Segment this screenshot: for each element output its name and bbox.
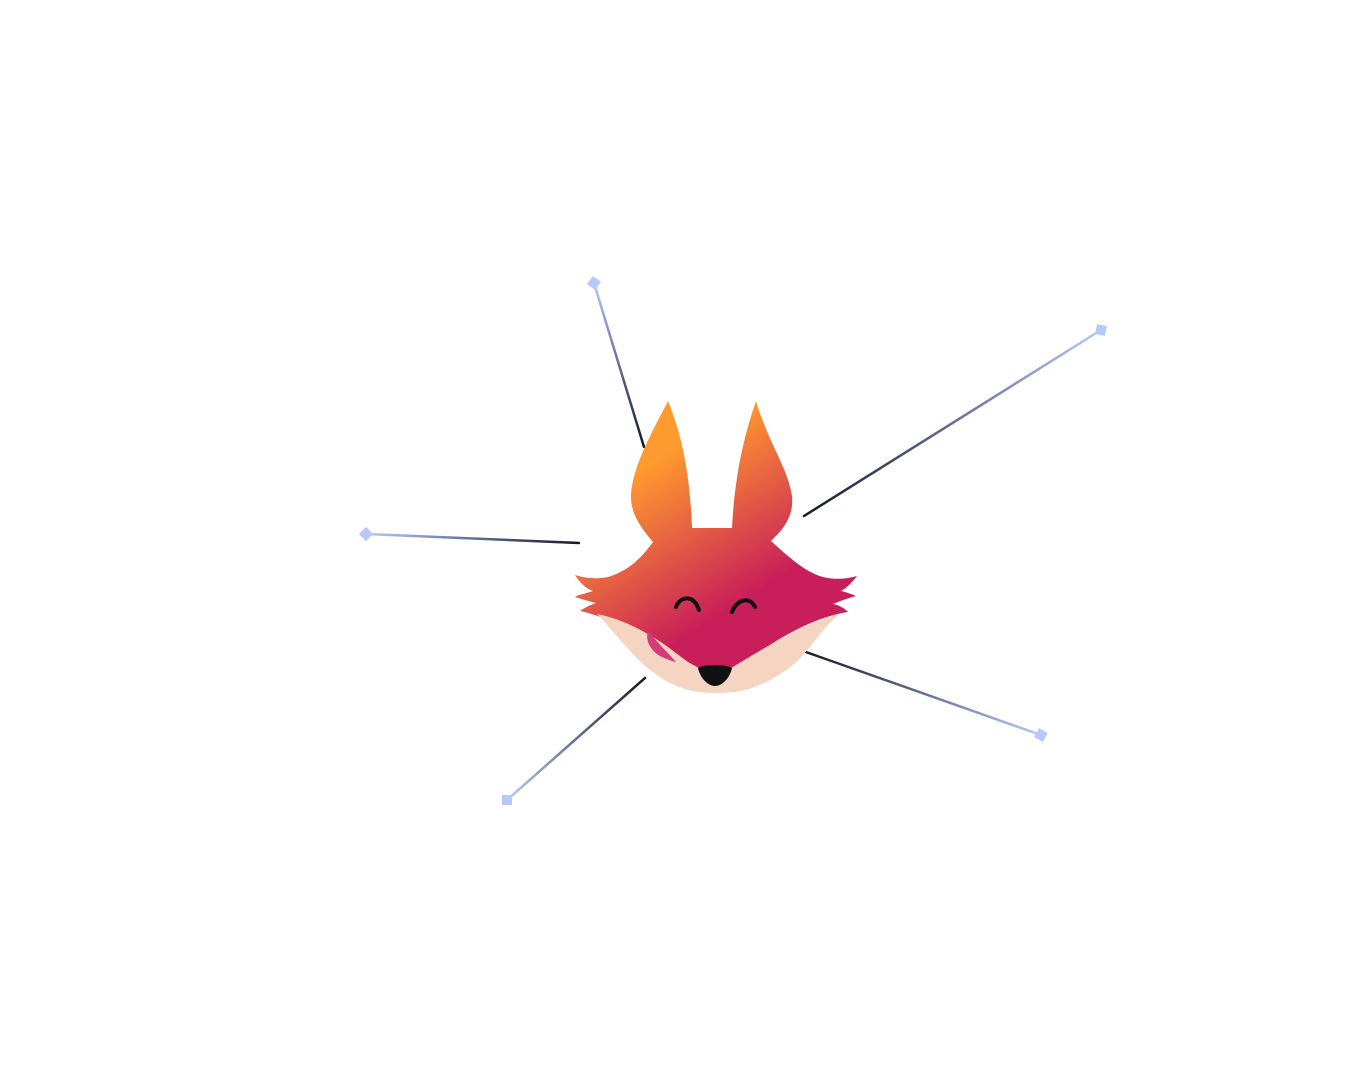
fox-muzzle [597, 614, 840, 693]
fox-head-icon[interactable] [575, 401, 857, 693]
connector-handle-top-right[interactable] [1095, 324, 1107, 336]
fox-head-fur [575, 401, 857, 677]
fox-cheek [647, 631, 676, 662]
fox-left-eye [674, 596, 701, 612]
connector-lines [364, 281, 1103, 802]
connector-line-bottom-right [801, 649, 1043, 737]
connector-line-left [364, 532, 581, 545]
fox-nose [698, 665, 732, 686]
connector-handle-top[interactable] [587, 276, 601, 290]
connector-line-top-right [802, 328, 1103, 518]
connector-line-top [592, 281, 646, 449]
connector-handle-left[interactable] [358, 526, 374, 542]
connector-handle-bottom-left[interactable] [502, 795, 512, 805]
connector-handle-bottom-right[interactable] [1034, 728, 1048, 742]
connector-handles[interactable] [358, 276, 1107, 805]
fox-right-eye [730, 598, 757, 614]
connector-line-bottom-left [505, 676, 647, 802]
